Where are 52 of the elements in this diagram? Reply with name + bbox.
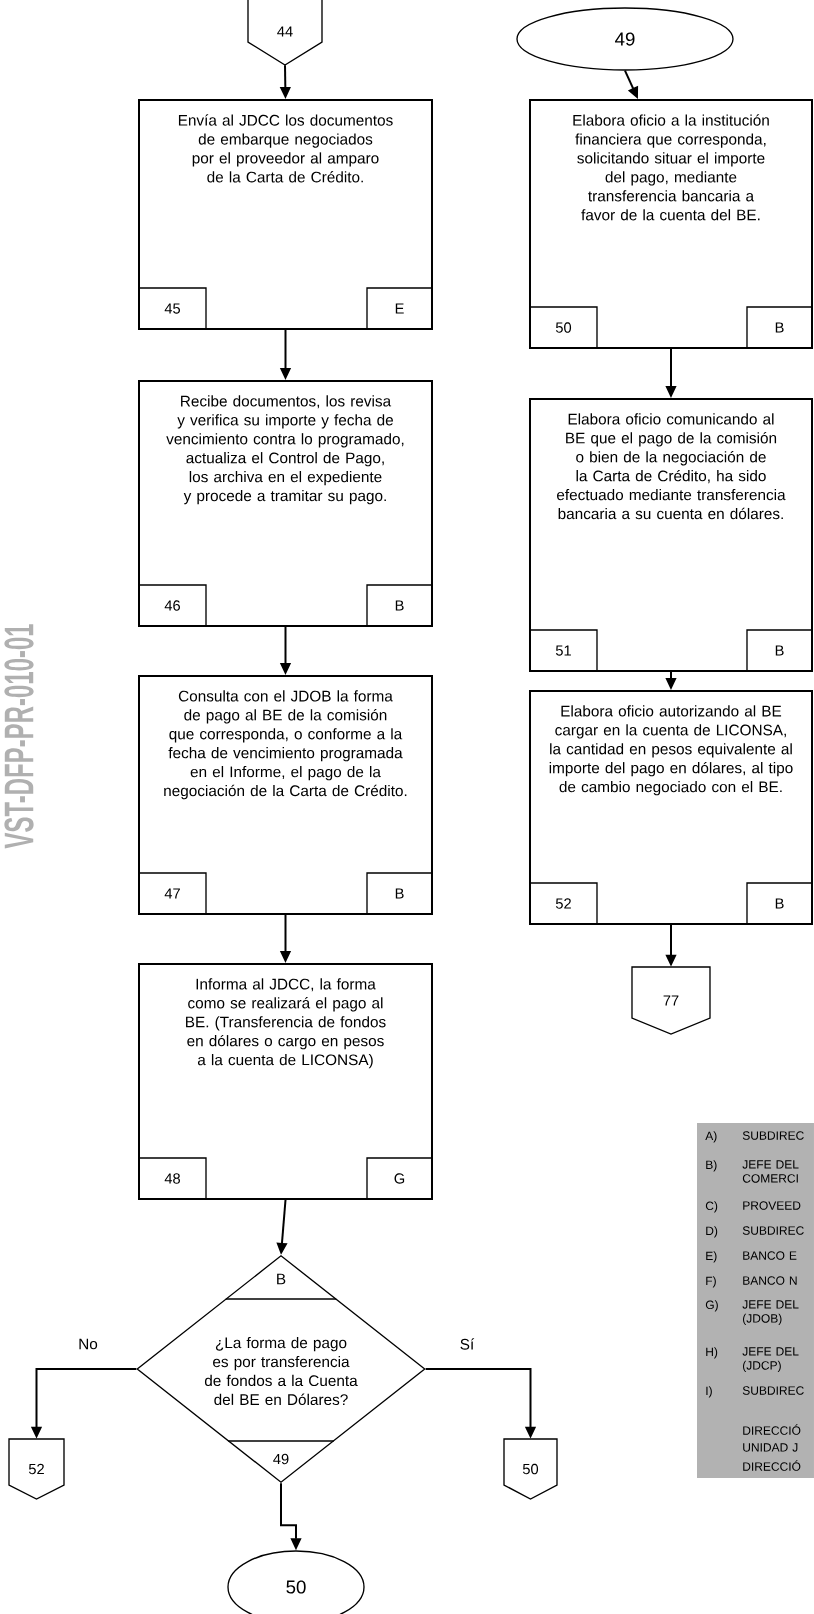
legend-entry: SUBDIREC [742,1226,804,1235]
off-page-connector: 77 [631,966,711,1035]
legend-entry: JEFE DEL (JDOB) [742,1300,799,1325]
actor-cell: B [746,306,813,349]
legend-entry: DIRECCIÓ [743,1460,801,1471]
off-page-connector: 44 [247,0,323,66]
actor-cell: B [746,629,813,672]
legend-letter: F) [706,1276,716,1288]
legend-letter: E) [706,1251,717,1263]
step-number-cell: 51 [529,629,598,672]
step-number-cell: 45 [138,287,207,330]
step-number-cell: 50 [529,306,598,349]
legend-letter: D) [706,1226,718,1238]
legend-entry: BANCO N [743,1276,797,1285]
edge-label: No [76,1337,100,1351]
box-text: Informa al JDCC, la forma como se realizará el pago al BE. (Transferencia de fondos en dólares o cargo en pesos a la cuenta de LICONSA) [186,978,386,1069]
legend-entry: JEFE DEL (JDCP) [742,1347,799,1372]
box-text: Elabora oficio autorizando al BE cargar en la cuenta de LICONSA, la cantidad en pesos equivalente al importe del pago en dólares, al tipo de cambio negociado con el BE. [549,705,793,796]
legend-entry: PROVEED [743,1201,801,1210]
step-number: 49 [273,1453,289,1465]
off-page-connector: 50 [503,1438,558,1500]
legend-entry: SUBDIREC [742,1131,804,1140]
actor-cell: E [366,287,433,330]
legend-letter: C) [705,1201,718,1213]
box-text: Consulta con el JDOB la forma de pago al BE de la comisión que corresponda, o conforme a la fecha de vencimiento programada en el Informe, el pago de la negociación de la Carta de Crédito. [164,690,407,800]
legend-letter: I) [706,1386,712,1398]
box-text: Envía al JDCC los documentos de embarque negociados por el proveedor al amparo de la Carta de Crédito. [178,114,393,183]
legend-letter: B) [706,1160,717,1172]
step-number-cell: 46 [138,584,207,627]
edge-label: Sí [458,1336,476,1352]
legend-letter: A) [705,1131,717,1143]
box-text: Recibe documentos, los revisa y verifica su importe y fecha de vencimiento contra lo programado, actualiza el Control de Pago, los archiva en el expediente y procede a tramitar su pago. [166,395,404,505]
actor-cell: B [366,872,433,915]
actor-cell: B [746,882,813,925]
actor-cell: G [366,1157,433,1200]
legend-entry: BANCO E [743,1251,797,1260]
actor-cell: B [366,584,433,627]
actor-label: B [277,1273,286,1285]
legend-letter: H) [706,1347,718,1359]
legend-entry: DIRECCIÓ [743,1424,801,1435]
legend-entry: JEFE DEL COMERCI [742,1160,799,1183]
step-number-cell: 52 [529,882,598,925]
legend-entry: UNIDAD J [743,1443,798,1452]
document-code: VST-DFP-PR-010-01 [4,624,34,849]
box-text: Elabora oficio comunicando al BE que el pago de la comisión o bien de la negociación de la Carta de Crédito, ha sido efectuado mediante transferencia bancaria a su cuenta en dólares. [557,413,786,520]
step-number-cell: 48 [138,1157,207,1200]
legend-entry: SUBDIREC [742,1386,804,1395]
legend-letter: G) [705,1300,718,1312]
decision-text: ¿La forma de pago es por transferencia de fondos a la Cuenta del BE en Dólares? [204,1337,358,1406]
step-number-cell: 47 [138,872,207,915]
box-text: Elabora oficio a la institución financiera que corresponda, solicitando situar el importe del pago, mediante transferencia bancaria a favor de la cuenta del BE. [573,114,769,221]
off-page-connector: 52 [8,1438,65,1500]
